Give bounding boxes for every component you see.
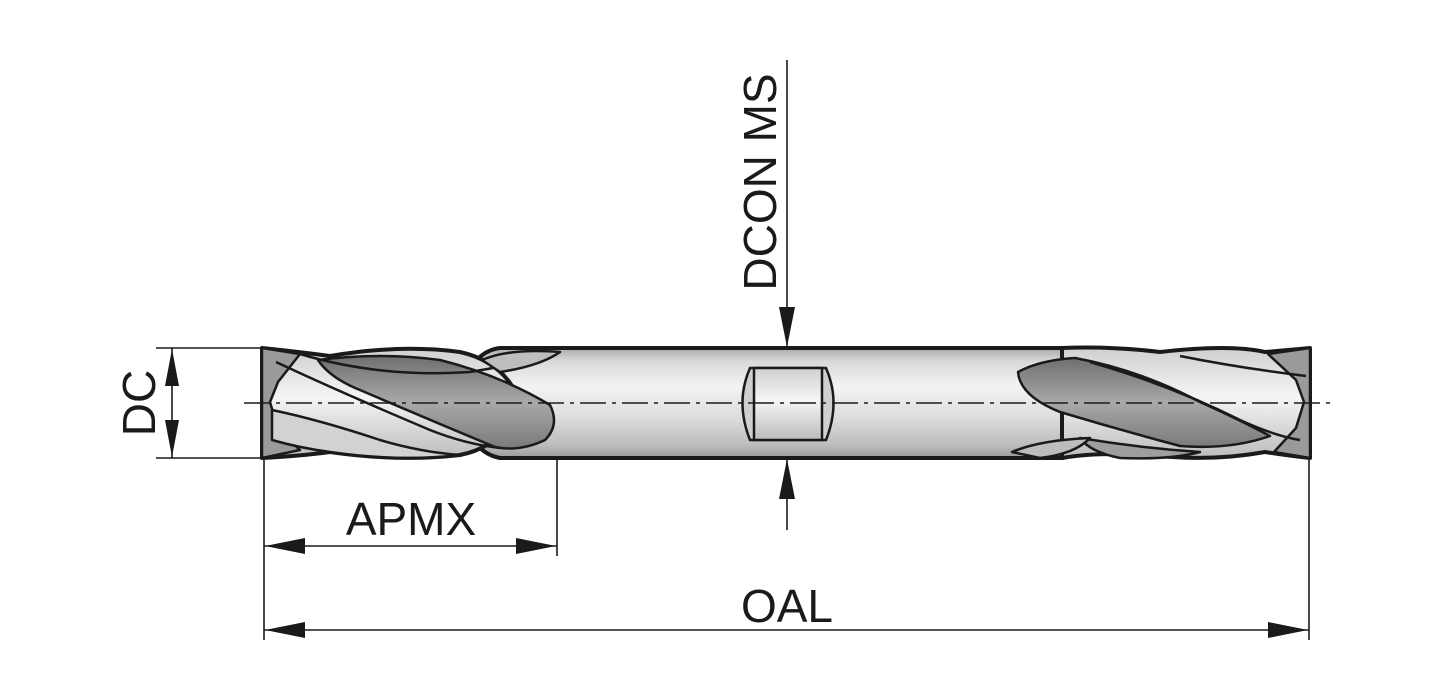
dc-dimension: DC xyxy=(113,347,262,459)
dc-label: DC xyxy=(113,370,165,436)
oal-dimension: OAL xyxy=(264,460,1310,640)
oal-label: OAL xyxy=(741,580,833,632)
shank-flat xyxy=(741,366,835,442)
dcon-ms-dimension: DCON MS xyxy=(734,60,795,530)
left-flute-section xyxy=(260,346,562,460)
apmx-label: APMX xyxy=(346,493,476,545)
dcon-ms-label: DCON MS xyxy=(734,73,786,290)
tool-body xyxy=(260,345,1312,460)
apmx-dimension: APMX xyxy=(263,458,558,640)
